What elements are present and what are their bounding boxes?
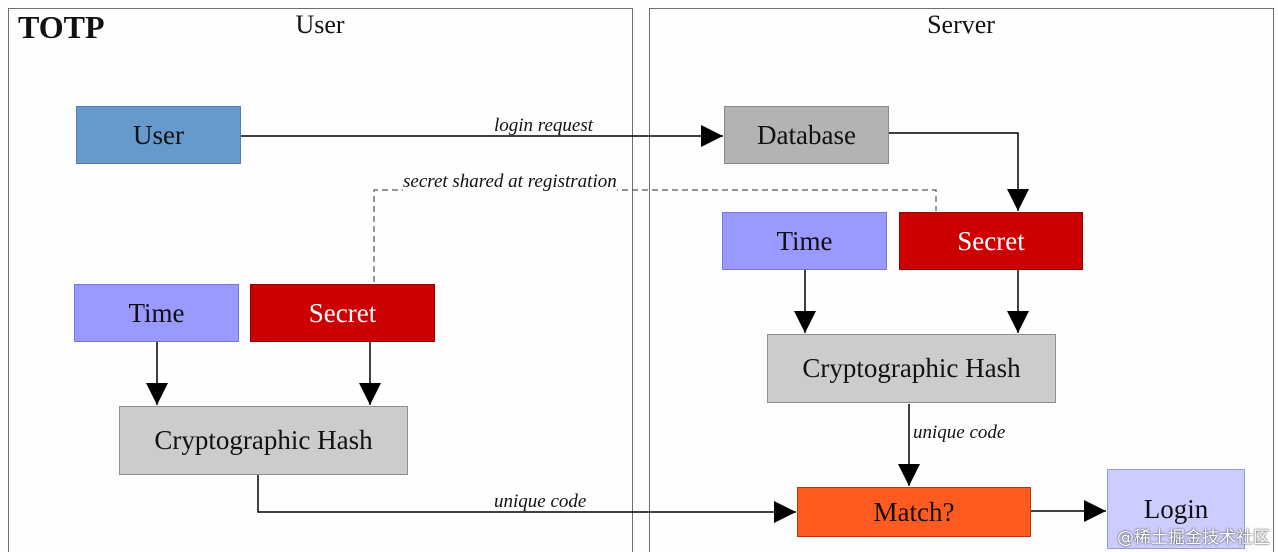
server-hash-label: Cryptographic Hash [802,353,1021,383]
user-secret-node: Secret [250,284,435,342]
edge-database-to-secret [889,132,1029,211]
match-node: Match? [797,487,1031,537]
login-node: Login [1107,469,1245,549]
diagram-title: TOTP [18,9,105,45]
watermark: @稀土掘金技术社区 [1117,528,1270,548]
login-request-label: login request [494,115,594,136]
user-hash-label: Cryptographic Hash [154,425,373,455]
user-time-label: Time [128,297,185,328]
edge-secret-shared [373,189,937,282]
unique-code-server-label: unique code [913,422,1006,443]
unique-code-user-label: unique code [494,491,587,512]
server-secret-node: Secret [899,212,1083,270]
match-node-label: Match? [873,496,955,527]
database-node: Database [724,106,889,164]
server-hash-node: Cryptographic Hash [767,334,1056,403]
user-panel-title: User [295,10,345,39]
server-secret-label: Secret [957,225,1025,256]
server-panel [649,8,1274,552]
edge-user-hash-to-match [257,475,796,523]
login-node-label: Login [1143,493,1209,524]
server-time-label: Time [776,225,833,256]
user-node: User [76,106,241,164]
user-secret-label: Secret [308,297,377,328]
user-time-node: Time [74,284,239,342]
user-hash-node: Cryptographic Hash [119,406,408,475]
database-node-label: Database [757,119,856,150]
secret-shared-label: secret shared at registration [403,171,617,193]
user-node-label: User [133,119,184,150]
server-panel-title: Server [927,10,995,39]
server-time-node: Time [722,212,887,270]
